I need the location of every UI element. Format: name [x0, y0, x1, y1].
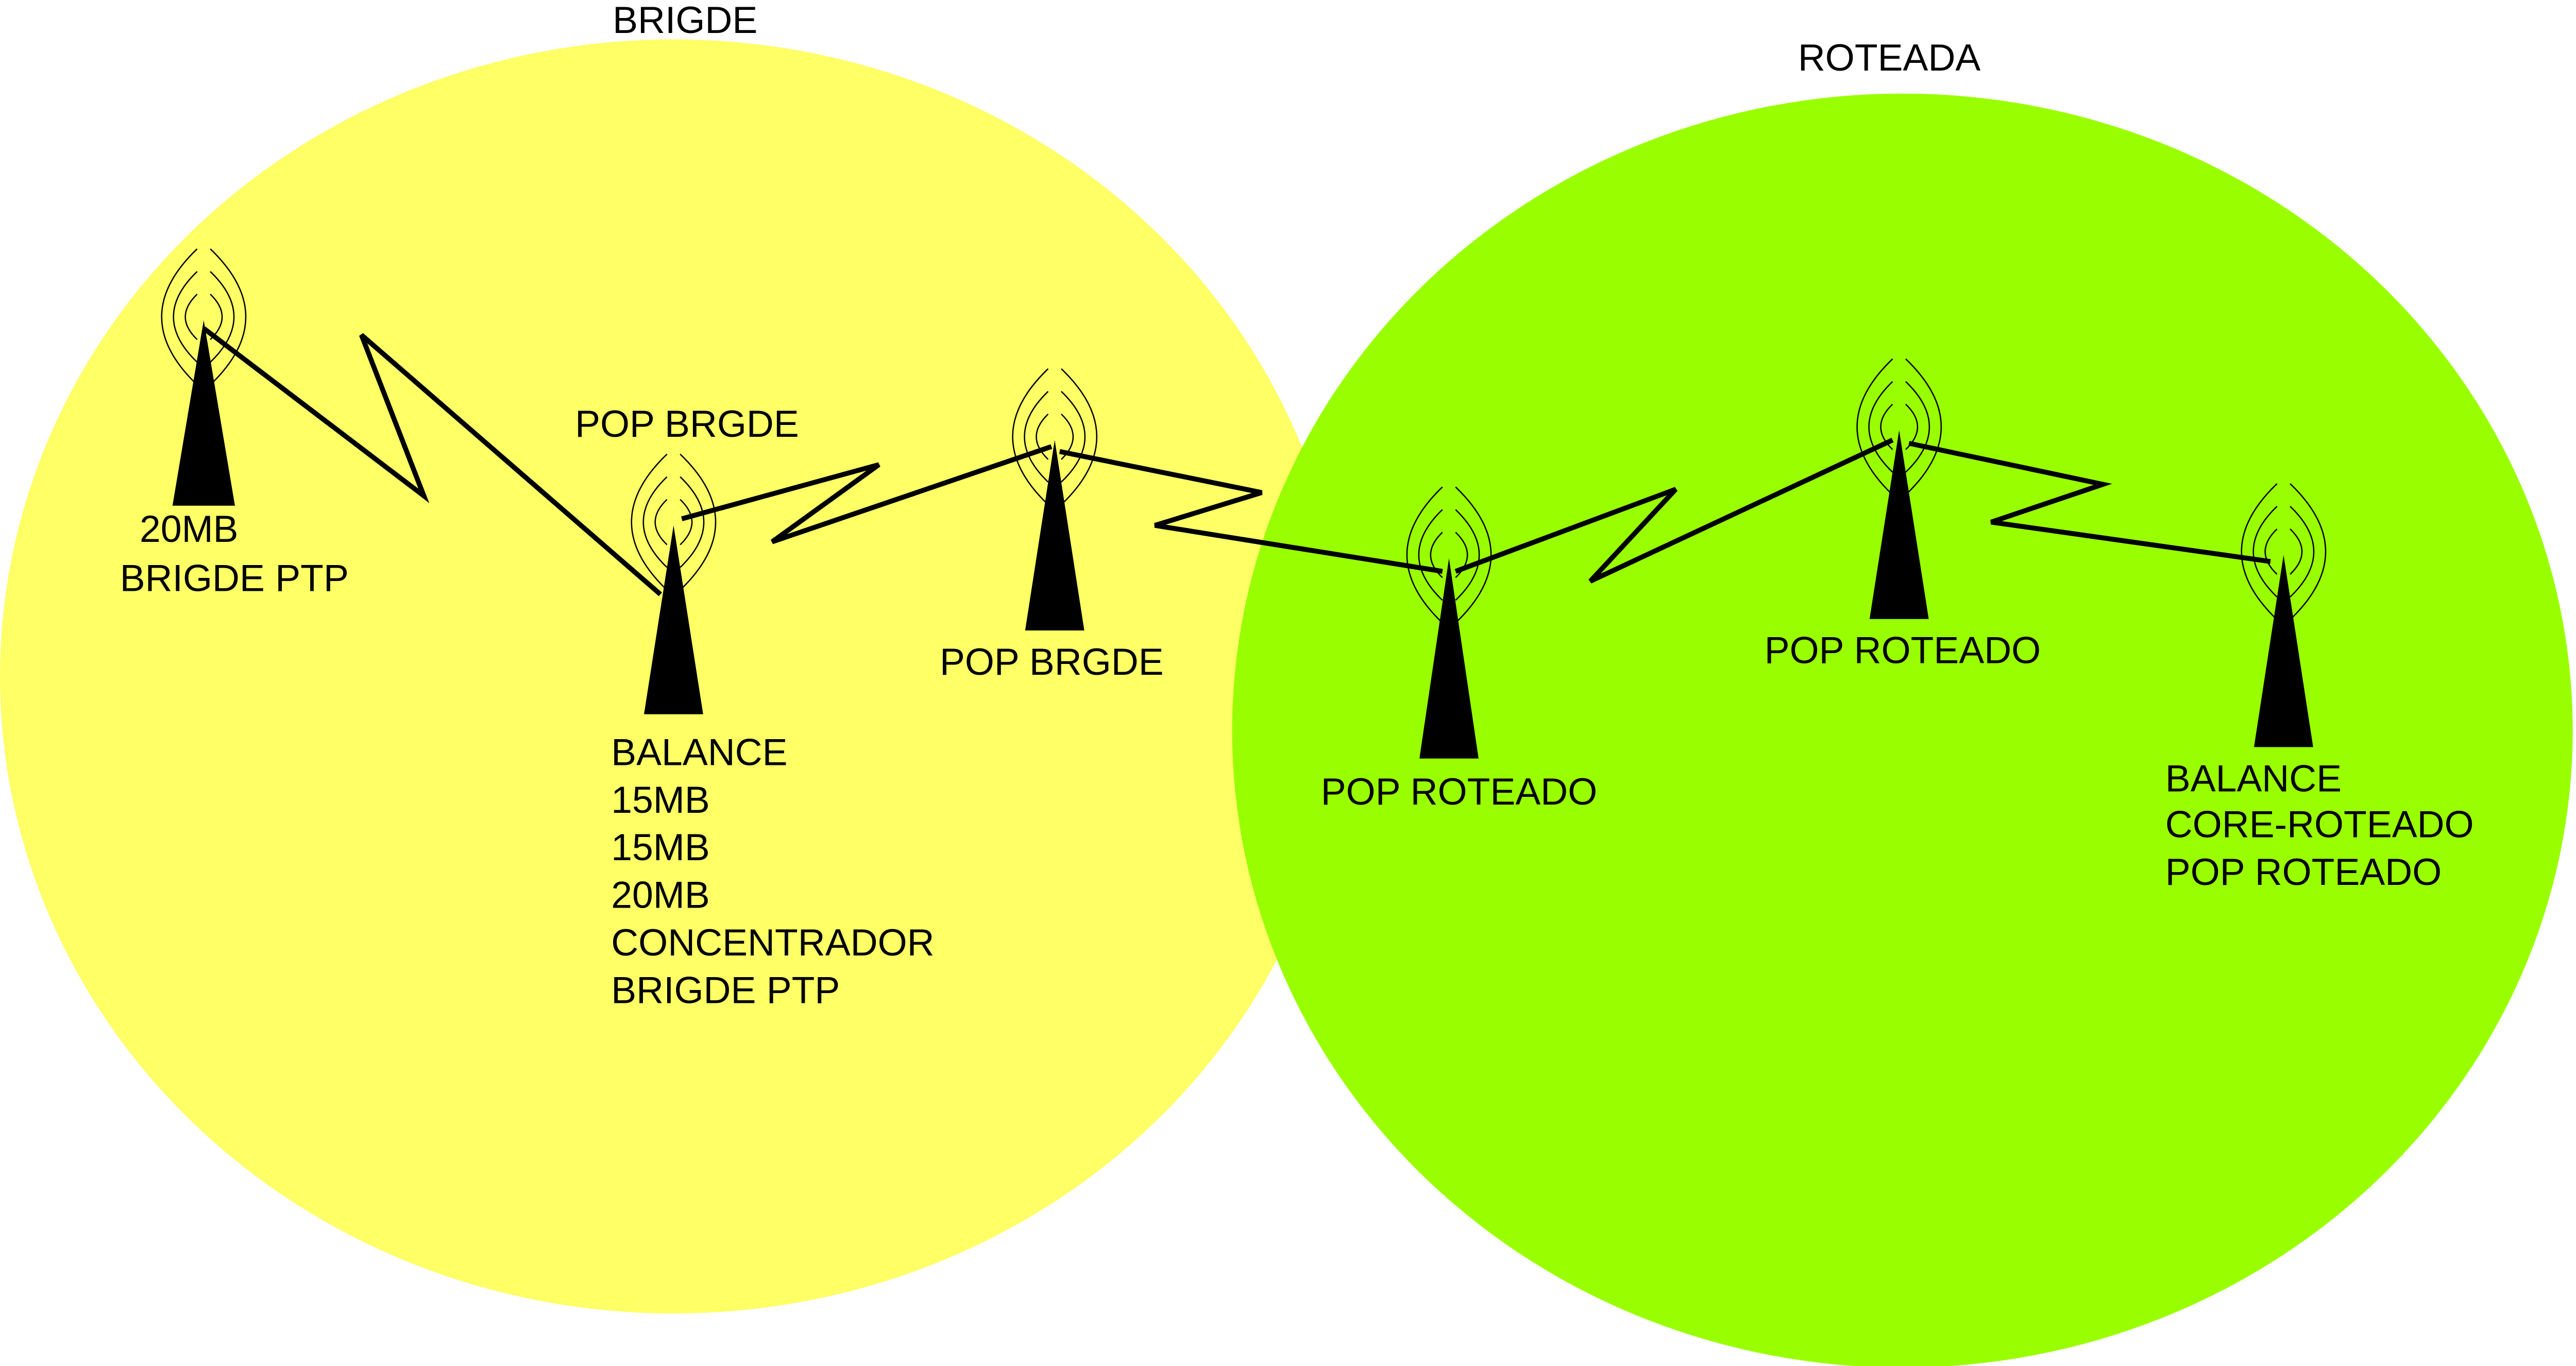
signal-wave-icon	[2252, 506, 2278, 597]
radio-tower-icon	[161, 248, 247, 506]
signal-wave-icon	[1418, 509, 1443, 601]
radio-tower-icon	[1856, 358, 1942, 619]
concentrator-label: 20MB	[611, 874, 710, 916]
signal-wave-icon	[1406, 486, 1443, 624]
signal-wave-icon	[1856, 358, 1893, 496]
concentrator-label: BRIGDE PTP	[611, 969, 840, 1012]
signal-wave-icon	[173, 271, 198, 363]
signal-wave-icon	[1036, 413, 1049, 460]
link-pop-bridge-to-pop-routed	[1059, 449, 1443, 574]
signal-wave-icon	[2264, 528, 2278, 575]
pop-routed-1-label: POP ROTEADO	[1321, 771, 1597, 813]
signal-wave-icon	[1868, 381, 1893, 473]
concentrator-label: 15MB	[611, 826, 710, 868]
pop-routed-2-label: POP ROTEADO	[1765, 629, 2041, 672]
routed-zone-title: ROTEADA	[1798, 37, 1981, 79]
core-routed-label: CORE-ROTEADO	[2165, 804, 2474, 846]
bridge-zone-title: BRIGDE	[613, 0, 757, 41]
signal-wave-icon	[2290, 506, 2315, 597]
tower-mast	[172, 320, 235, 506]
signal-wave-icon	[2290, 528, 2303, 575]
signal-wave-icon	[1012, 368, 1049, 505]
concentrator-label: 15MB	[611, 779, 710, 821]
core-routed-label: POP ROTEADO	[2165, 851, 2442, 893]
signal-wave-icon	[642, 476, 668, 568]
signal-wave-icon	[631, 453, 668, 591]
signal-wave-icon	[184, 294, 198, 340]
signal-wave-icon	[1905, 381, 1930, 473]
concentrator-label: BALANCE	[611, 731, 787, 773]
signal-wave-icon	[1455, 486, 1492, 624]
ptp-label: 20MB	[140, 508, 239, 550]
signal-wave-icon	[2241, 483, 2278, 620]
pop-bridge-2-label: POP BRGDE	[940, 641, 1164, 683]
concentrator-label: CONCENTRADOR	[611, 921, 934, 964]
tower-mast	[1419, 558, 1479, 759]
link-pop-routed-to-pop-routed	[1454, 437, 1894, 584]
signal-wave-icon	[1061, 368, 1097, 505]
signal-wave-icon	[1061, 390, 1086, 483]
routed-zone	[1232, 94, 2573, 1366]
signal-wave-icon	[680, 476, 705, 568]
signal-wave-icon	[1024, 390, 1049, 483]
radio-tower-icon	[631, 453, 717, 714]
core-routed-label: BALANCE	[2165, 757, 2342, 799]
tower-mast	[644, 525, 703, 714]
signal-wave-icon	[2290, 483, 2327, 620]
signal-wave-icon	[210, 248, 247, 386]
signal-wave-icon	[210, 271, 235, 363]
tower-mast	[1869, 430, 1929, 619]
signal-wave-icon	[1905, 358, 1942, 496]
signal-wave-icon	[1455, 532, 1468, 578]
ptp-label: BRIGDE PTP	[120, 557, 349, 600]
signal-wave-icon	[680, 499, 693, 545]
pop-bridge-1-label: POP BRGDE	[575, 403, 799, 445]
signal-wave-icon	[161, 248, 198, 386]
link-pop-routed-to-core	[1908, 440, 2271, 564]
signal-wave-icon	[680, 453, 717, 591]
radio-tower-icon	[2241, 483, 2327, 747]
tower-mast	[2254, 555, 2313, 747]
link-concentrator-to-pop-bridge	[681, 444, 1053, 544]
link-ptp-to-concentrator	[202, 326, 663, 596]
signal-wave-icon	[1455, 509, 1480, 601]
tower-mast	[1025, 440, 1084, 630]
signal-wave-icon	[654, 499, 668, 545]
